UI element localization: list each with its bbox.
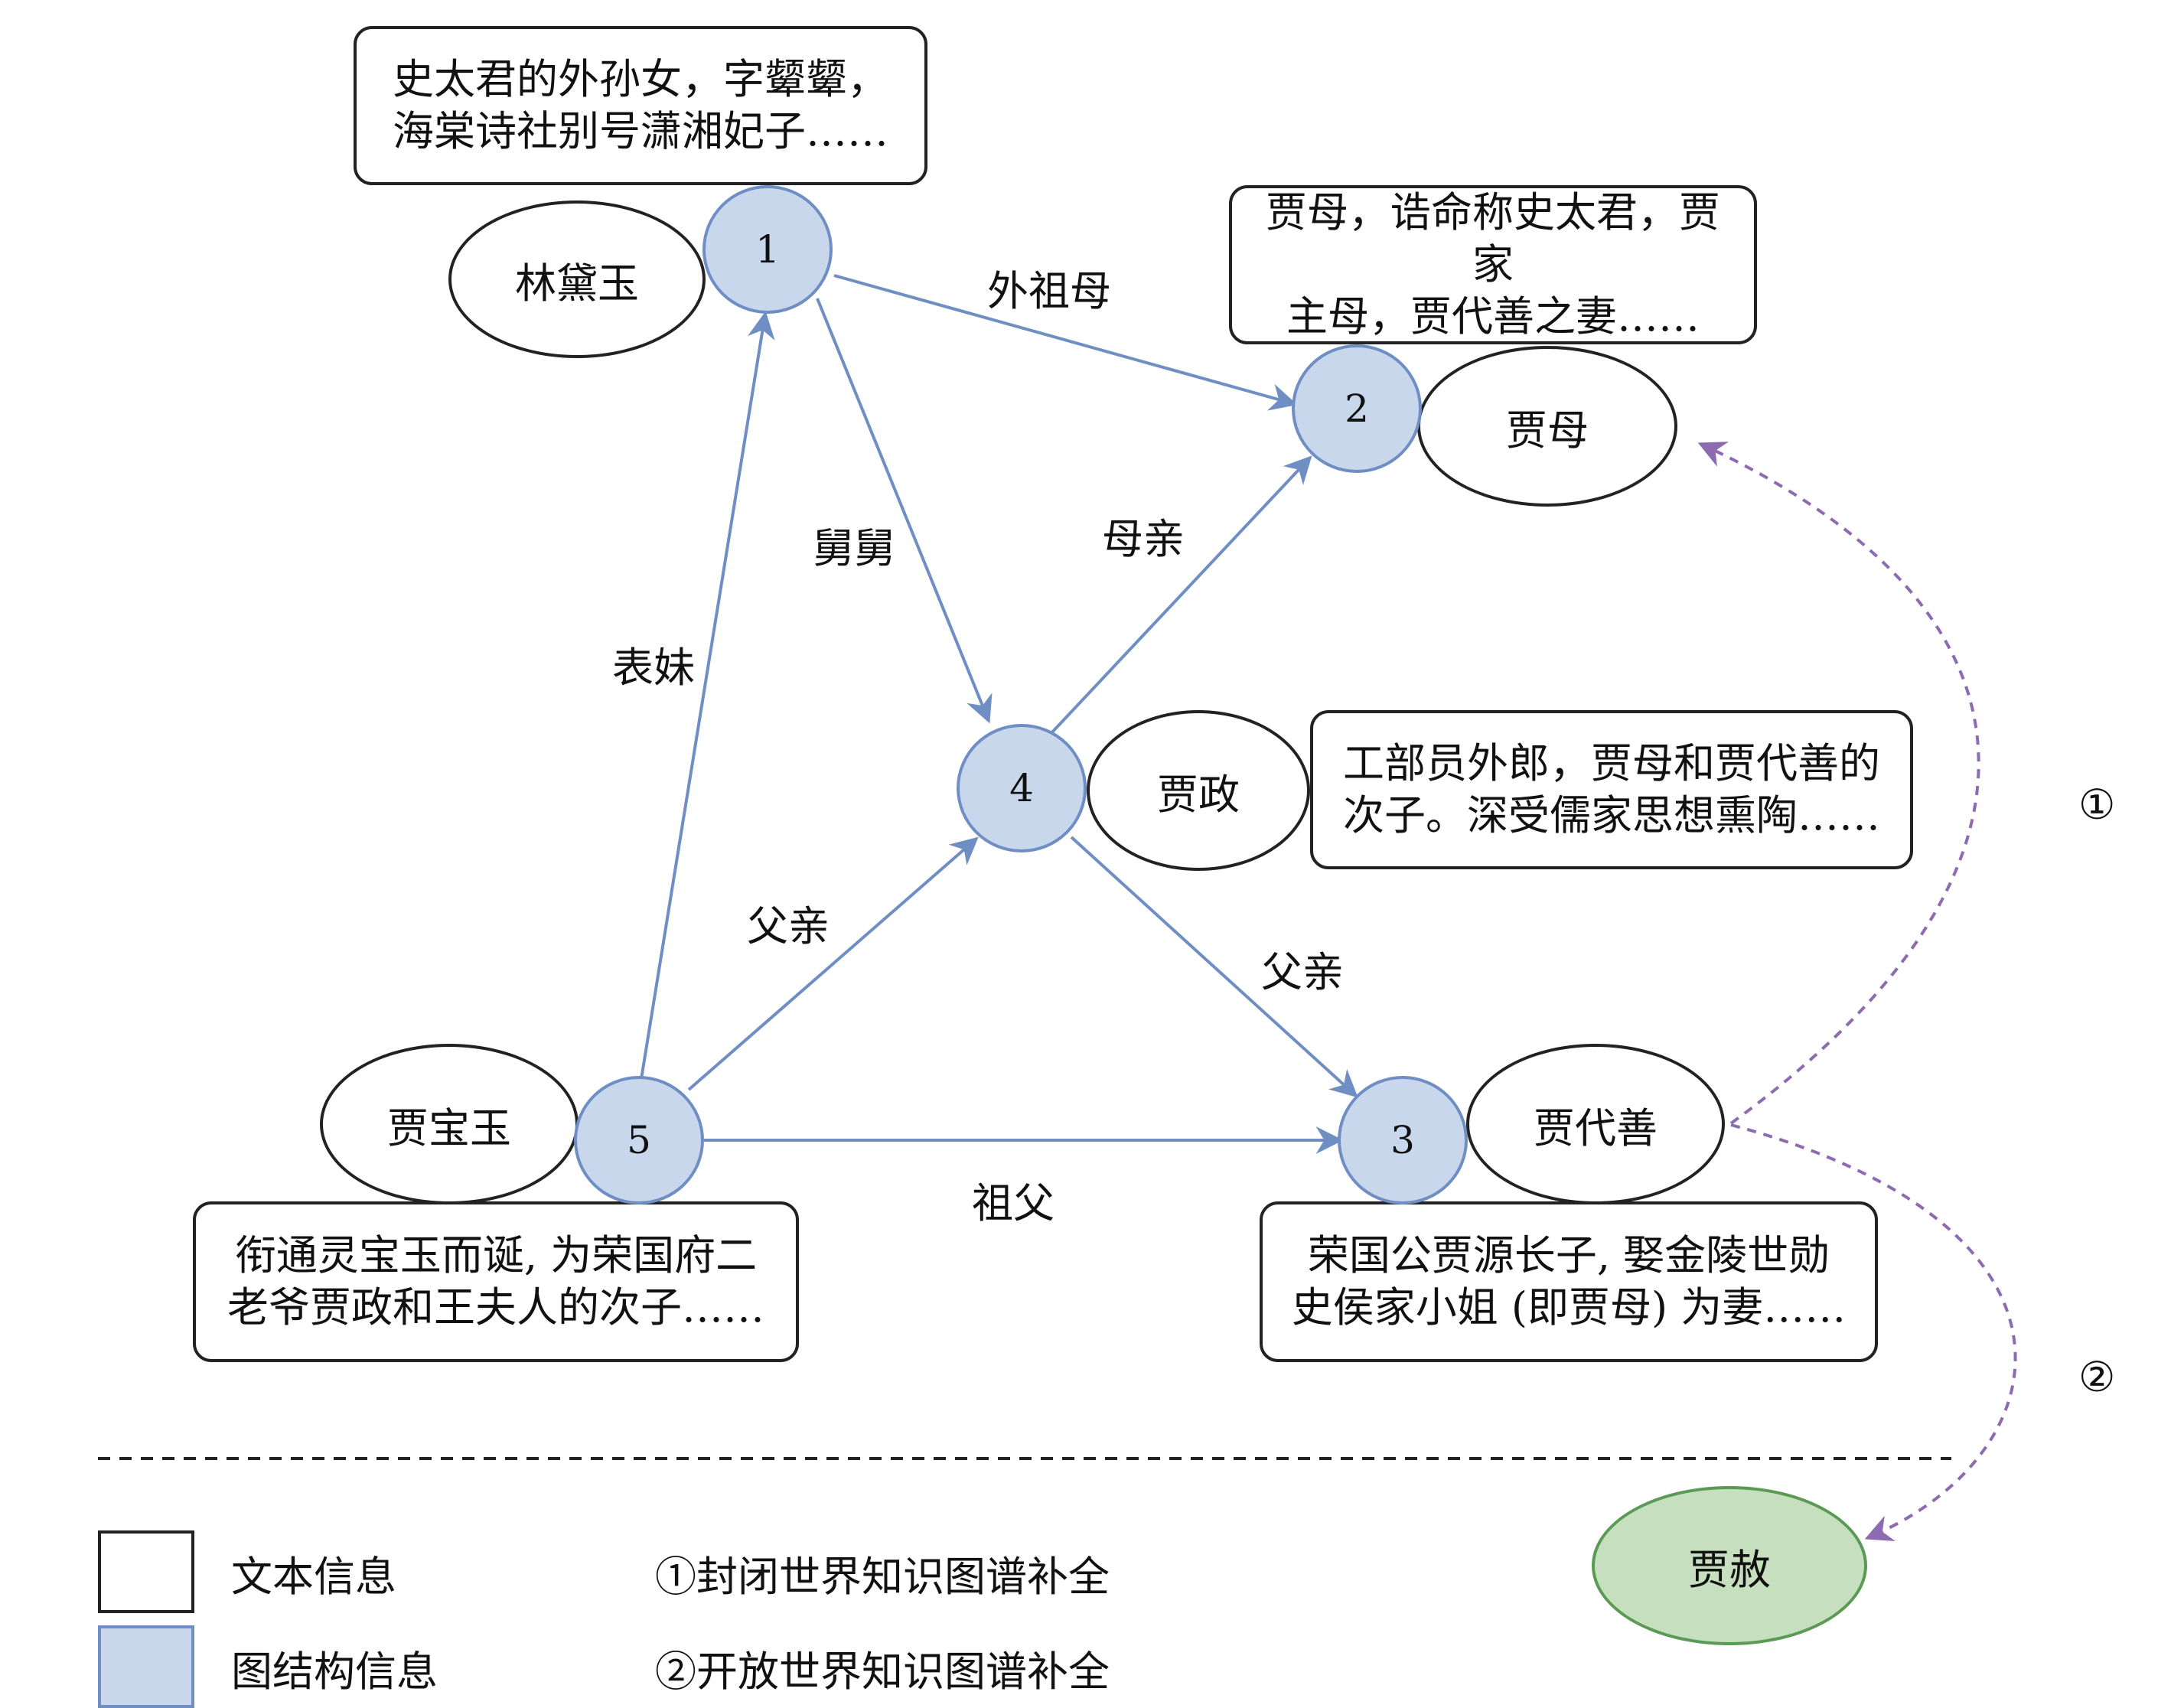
legend-graph-info: 图结构信息 xyxy=(231,1648,438,1696)
graph-node-5: 5 xyxy=(574,1076,704,1204)
graph-node-3: 3 xyxy=(1338,1076,1468,1204)
edge-label-4-3: 父亲 xyxy=(1261,948,1344,996)
open-world-marker: ② xyxy=(2078,1353,2116,1401)
entity-jia-baoyu: 贾宝玉 xyxy=(320,1044,579,1204)
edge-label-4-2: 母亲 xyxy=(1102,515,1185,563)
graph-node-4: 4 xyxy=(957,724,1087,852)
edge-4-2 xyxy=(1048,455,1312,736)
closed-world-marker: ① xyxy=(2078,781,2116,829)
edge-5-1 xyxy=(640,311,775,1080)
legend-text-swatch xyxy=(98,1530,194,1613)
edge-1-4 xyxy=(816,298,993,724)
legend-closed-world: ①封闭世界知识图谱补全 xyxy=(655,1553,1110,1601)
text-box-jia-daishan: 荣国公贾源长子, 娶金陵世勋 史侯家小姐 (即贾母) 为妻…… xyxy=(1260,1201,1878,1362)
closed-world-arrow xyxy=(1697,442,1980,1125)
text-box-jia-zheng: 工部员外郎，贾母和贾代善的 次子。深受儒家思想熏陶…… xyxy=(1310,710,1913,869)
open-world-arrow xyxy=(1730,1123,2017,1541)
entity-lin-daiyu: 林黛玉 xyxy=(448,200,706,358)
edge-label-1-4: 舅舅 xyxy=(813,524,895,572)
legend-open-world: ②开放世界知识图谱补全 xyxy=(655,1648,1110,1696)
text-box-jia-mu: 贾母，诰命称史太君，贾家 主母，贾代善之妻…… xyxy=(1229,185,1757,344)
graph-node-1: 1 xyxy=(702,185,833,314)
entity-jia-zheng: 贾政 xyxy=(1087,710,1310,871)
edge-4-3 xyxy=(1070,836,1358,1098)
entity-jia-mu: 贾母 xyxy=(1417,346,1677,507)
edge-label-5-1: 表妹 xyxy=(612,644,695,692)
graph-node-2: 2 xyxy=(1292,344,1422,473)
edge-5-4 xyxy=(687,836,979,1091)
text-box-lin-daiyu: 史太君的外孙女，字颦颦， 海棠诗社别号潇湘妃子…… xyxy=(354,26,927,185)
legend-text-info: 文本信息 xyxy=(231,1553,396,1601)
text-box-jia-baoyu: 衔通灵宝玉而诞, 为荣国府二 老爷贾政和王夫人的次子…… xyxy=(193,1201,799,1362)
edge-label-1-2: 外祖母 xyxy=(987,267,1111,315)
entity-jia-daishan: 贾代善 xyxy=(1466,1044,1725,1204)
entity-jia-she: 贾赦 xyxy=(1592,1486,1867,1645)
edge-label-5-4: 父亲 xyxy=(747,902,830,950)
edge-1-2 xyxy=(833,274,1298,411)
edge-label-5-3: 祖父 xyxy=(972,1179,1055,1227)
